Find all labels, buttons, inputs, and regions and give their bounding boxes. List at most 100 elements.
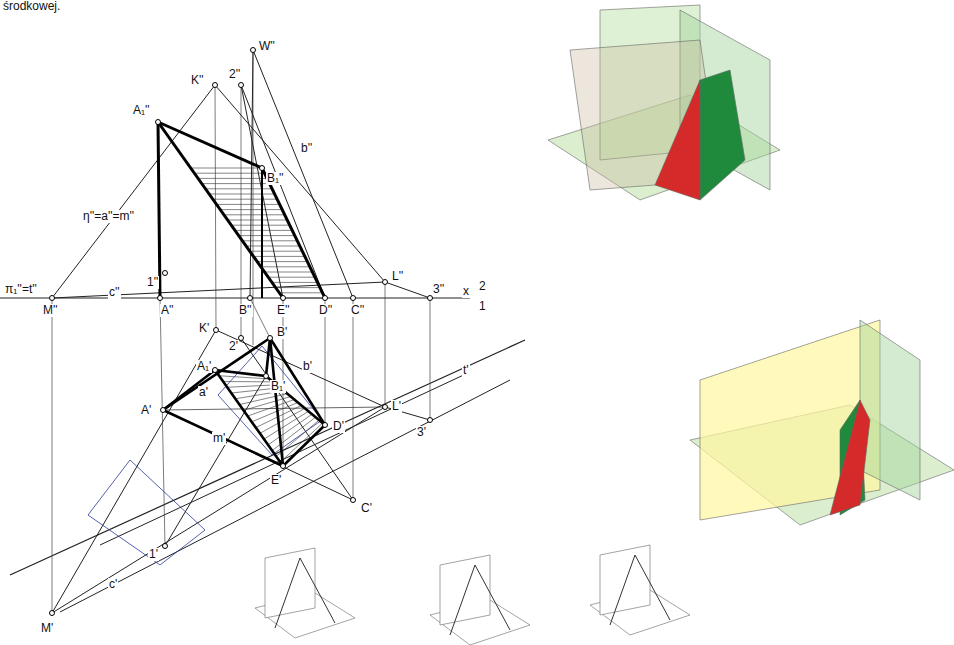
hatch-line [221, 209, 282, 210]
solid-edge [163, 370, 215, 410]
recall-line [325, 298, 326, 425]
point-marker [268, 336, 273, 341]
point-label: a' [198, 386, 209, 399]
point-marker [351, 296, 356, 301]
point-label: E' [270, 474, 282, 487]
recall-line [241, 85, 242, 338]
section-outline [88, 460, 205, 565]
point-label: E'' [276, 304, 291, 317]
point-marker [163, 271, 168, 276]
plane [600, 545, 650, 615]
recall-line [430, 298, 431, 420]
point-label: B₁' [270, 380, 286, 393]
point-label: b'' [300, 142, 313, 155]
construction-line [163, 410, 353, 500]
solid-edge [158, 122, 283, 298]
point-label: 2 [478, 280, 487, 293]
hatch-line [195, 173, 264, 174]
construction-line [241, 85, 283, 298]
construction-line [250, 50, 253, 298]
hatch-line [272, 282, 317, 283]
plane [700, 320, 880, 520]
hatch-line [239, 235, 295, 236]
hatch-line [210, 194, 275, 195]
plane [830, 400, 870, 515]
solid-edge [610, 555, 670, 625]
point-label: 2'' [228, 68, 241, 81]
point-marker [50, 296, 55, 301]
thumbnail-view [430, 555, 530, 645]
solid-edge [270, 338, 283, 466]
hatch-line [239, 394, 287, 405]
point-marker [428, 418, 433, 423]
hatch-line [268, 414, 312, 445]
hatch-line [261, 266, 310, 267]
spatial-view [548, 5, 780, 200]
solid-edge [275, 558, 335, 628]
hatch-line [265, 272, 313, 273]
point-label: b' [302, 360, 313, 373]
point-label: D' [332, 420, 345, 433]
hatch-line [260, 408, 305, 433]
point-label: L' [391, 400, 402, 413]
point-marker [251, 48, 256, 53]
point-marker [428, 296, 433, 301]
construction-line [163, 407, 385, 410]
plane [265, 548, 315, 618]
construction-line [241, 338, 353, 500]
point-label: 1 [478, 300, 487, 313]
point-label: M'' [42, 304, 59, 317]
point-marker [351, 498, 356, 503]
construction-line [253, 50, 353, 298]
point-label: L'' [391, 270, 404, 283]
point-label: C' [360, 502, 373, 515]
point-marker [281, 296, 286, 301]
point-label: c' [108, 578, 118, 591]
point-marker [383, 405, 388, 410]
hatch-line [252, 402, 298, 421]
hatch-line [283, 298, 325, 299]
construction-line [52, 282, 385, 298]
point-label: B' [276, 326, 288, 339]
point-label: m' [212, 432, 226, 445]
thumbnail-view [255, 548, 355, 638]
point-marker [248, 296, 253, 301]
point-label: x [462, 285, 470, 298]
plane [700, 70, 745, 200]
point-label: 1'' [146, 276, 159, 289]
hatch-line [250, 251, 302, 252]
point-marker [383, 280, 388, 285]
construction-line [385, 282, 430, 298]
point-label: t' [462, 364, 470, 377]
solid-edge [261, 168, 263, 298]
hatch-line [225, 214, 285, 215]
point-marker [264, 374, 269, 379]
point-marker [239, 83, 244, 88]
hatch-line [257, 261, 307, 262]
plane [440, 555, 490, 625]
hatch-line [247, 246, 300, 247]
point-label: A₁'' [132, 104, 151, 117]
construction-line [241, 85, 325, 298]
hatch-line [276, 287, 320, 288]
point-label: 3' [416, 426, 427, 439]
point-label: środkowej. [2, 0, 61, 13]
point-label: D'' [318, 304, 333, 317]
solid-edge [215, 370, 266, 376]
hatch-line [223, 381, 273, 382]
solid-edge [163, 410, 283, 466]
plane [860, 320, 920, 500]
recall-line [353, 298, 354, 500]
hatch-line [215, 370, 266, 376]
recall-line [52, 298, 53, 613]
hatch-line [279, 292, 322, 293]
hatch-line [203, 183, 270, 184]
point-label: B₁'' [266, 172, 285, 185]
construction-line [165, 376, 266, 546]
point-marker [156, 120, 161, 125]
solid-edge [266, 376, 325, 425]
hatch-line [228, 220, 287, 221]
point-marker [281, 464, 286, 469]
recall-line [385, 282, 386, 407]
